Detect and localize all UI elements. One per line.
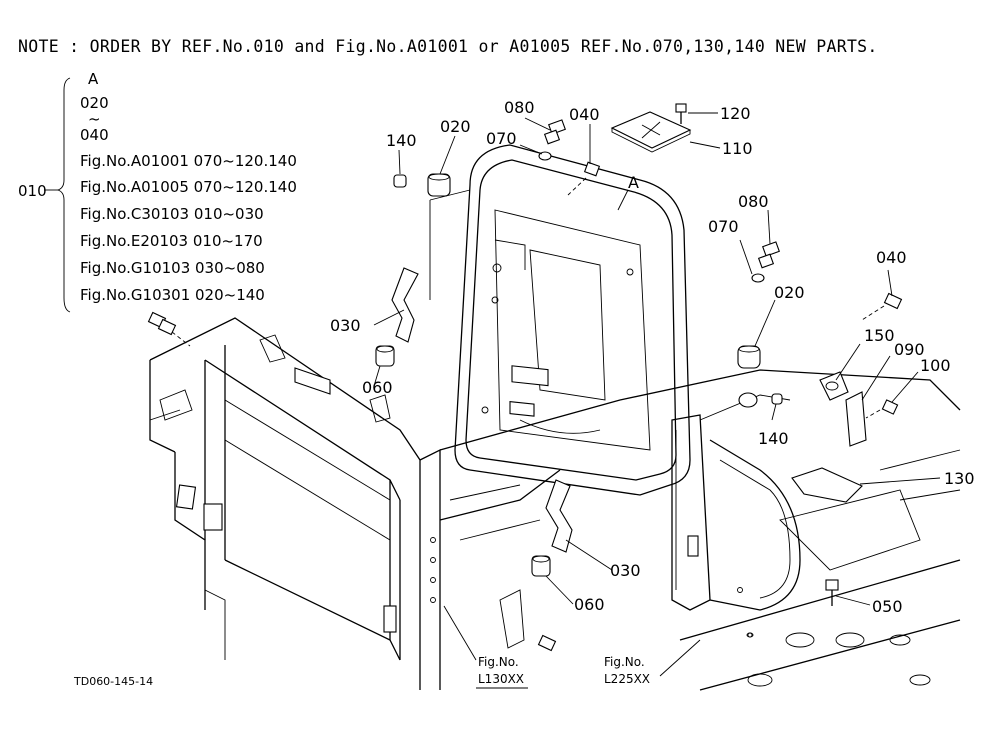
bracket-ref: 010 <box>18 182 47 200</box>
callout-040-right: 040 <box>876 248 907 267</box>
bolt-left-bottom <box>499 589 557 652</box>
callout-080-top: 080 <box>504 98 535 117</box>
callout-070-top: 070 <box>486 129 517 148</box>
callout-140-right: 140 <box>758 429 789 448</box>
bracket-030-upper <box>391 267 419 343</box>
latch-150 <box>819 371 849 401</box>
callout-040-top: 040 <box>569 105 600 124</box>
callout-090: 090 <box>894 340 925 359</box>
bolt-100 <box>865 399 899 419</box>
callouts: 080 040 120 110 140 020 070 A 080 070 04… <box>330 98 975 616</box>
bolt-080-top <box>538 119 566 161</box>
callout-060-lower: 060 <box>574 595 605 614</box>
fig-ref-right-code: L225XX <box>604 672 650 686</box>
callout-070-right: 070 <box>708 217 739 236</box>
callout-120: 120 <box>720 104 751 123</box>
fig-ref-left-label: Fig.No. <box>478 655 519 669</box>
floor-plate <box>439 369 961 691</box>
bracket-list: 010 A 020 ~ 040 Fig.No.A01001 070~120.14… <box>18 70 297 313</box>
grommet-060-lower <box>531 555 551 577</box>
bolt-050 <box>825 579 839 606</box>
bracket-030-lower <box>545 479 573 553</box>
leader-lines <box>373 112 941 677</box>
side-channel <box>671 414 801 638</box>
callout-a: A <box>628 173 639 192</box>
bracket-line-tilde: ~ <box>88 110 101 128</box>
fig-ref-left-code: L130XX <box>478 672 524 686</box>
callout-030-upper: 030 <box>330 316 361 335</box>
grommet-060-upper <box>375 345 395 367</box>
bracket-line-040: 040 <box>80 126 109 144</box>
callout-020-right: 020 <box>774 283 805 302</box>
left-frame <box>149 317 441 690</box>
bolt-left-top <box>147 311 191 347</box>
fig-ref-right-label: Fig.No. <box>604 655 645 669</box>
bracket-line-020: 020 <box>80 94 109 112</box>
bracket-line-a: A <box>88 70 99 88</box>
callout-050: 050 <box>872 597 903 616</box>
callout-130: 130 <box>944 469 975 488</box>
bracket-090 <box>845 391 867 447</box>
bracket-line-g10103: Fig.No.G10103 030~080 <box>80 259 265 277</box>
bushing-020-right <box>737 345 761 369</box>
drawing-code: TD060-145-14 <box>73 675 153 688</box>
callout-110: 110 <box>722 139 753 158</box>
callout-060-upper: 060 <box>362 378 393 397</box>
cap-140-top <box>393 174 407 188</box>
bracket-line-e20103: Fig.No.E20103 010~170 <box>80 232 263 250</box>
fig-ref-left: Fig.No. L130XX <box>476 655 528 689</box>
bracket-line-a01005: Fig.No.A01005 070~120.140 <box>80 178 297 196</box>
callout-150: 150 <box>864 326 895 345</box>
cover-130 <box>791 467 863 503</box>
bracket-line-c30103: Fig.No.C30103 010~030 <box>80 205 264 223</box>
bracket-line-a01001: Fig.No.A01001 070~120.140 <box>80 152 297 170</box>
screw-120 <box>675 103 687 124</box>
callout-140-top: 140 <box>386 131 417 150</box>
cap-140-right <box>738 392 783 408</box>
callout-030-lower: 030 <box>610 561 641 580</box>
header-note: NOTE : ORDER BY REF.No.010 and Fig.No.A0… <box>18 37 878 56</box>
bracket-line-g10301: Fig.No.G10301 020~140 <box>80 286 265 304</box>
callout-100: 100 <box>920 356 951 375</box>
bolt-080-right <box>751 241 780 283</box>
bolt-040-right <box>861 292 903 321</box>
callout-080-right: 080 <box>738 192 769 211</box>
plate-110 <box>610 111 692 153</box>
callout-020-top: 020 <box>440 117 471 136</box>
bushing-020-top <box>427 173 451 197</box>
bolt-040-top <box>567 161 601 196</box>
fig-ref-right: Fig.No. L225XX <box>604 655 650 686</box>
